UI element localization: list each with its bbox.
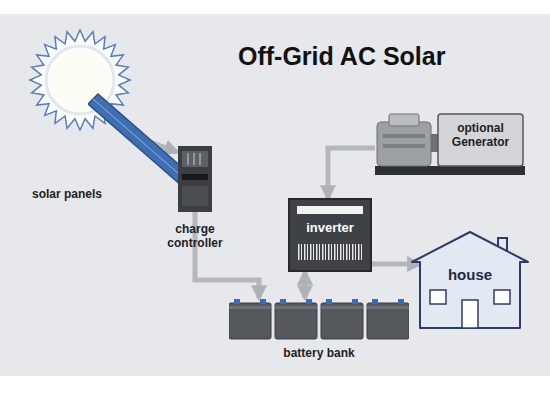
node-label: solar panels [22, 187, 112, 201]
node-label: battery bank [229, 346, 409, 360]
battery-bank: battery bank [229, 298, 409, 340]
inverter-box: inverter [288, 198, 372, 272]
generator: optional Generator [375, 112, 525, 176]
node-label: inverter [290, 220, 370, 236]
battery-bank-graphic [229, 298, 409, 340]
house: house [410, 230, 530, 330]
node-label: optional Generator [438, 121, 523, 150]
power-connector [328, 148, 375, 198]
charge-controller-box-graphic [178, 146, 212, 212]
charge-controller-box: charge controller [178, 146, 212, 212]
power-connector [303, 272, 308, 298]
diagram-title: Off-Grid AC Solar [238, 42, 445, 71]
node-label: charge controller [152, 222, 238, 251]
node-label: house [420, 266, 520, 284]
